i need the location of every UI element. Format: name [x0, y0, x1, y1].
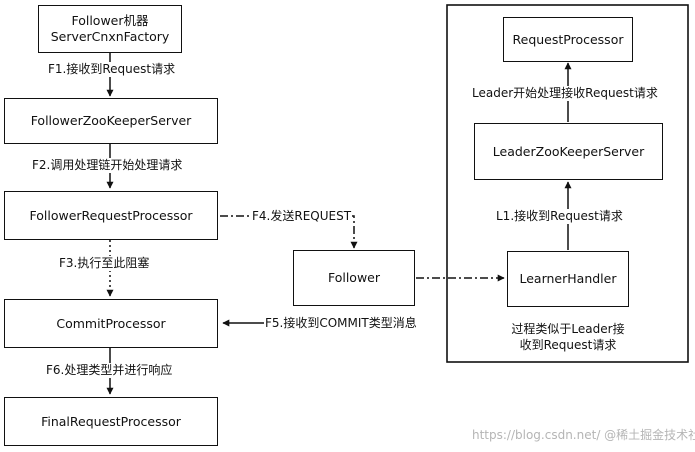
- label-leader-start: Leader开始处理接收Request请求: [471, 86, 659, 101]
- leader-process-note: 过程类似于Leader接 收到Request请求: [511, 322, 625, 352]
- label-f2: F2.调用处理链开始处理请求: [31, 158, 184, 173]
- label-f3: F3.执行至此阻塞: [58, 256, 151, 271]
- label-f6: F6.处理类型并进行响应: [45, 363, 174, 378]
- node-request-processor: RequestProcessor: [503, 17, 633, 62]
- node-follower-zookeeper-server: FollowerZooKeeperServer: [4, 98, 218, 144]
- node-learner-handler: LearnerHandler: [507, 251, 629, 307]
- label-f4: F4.发送REQUEST: [251, 209, 353, 224]
- label-l1: L1.接收到Request请求: [495, 209, 624, 224]
- node-follower-request-processor: FollowerRequestProcessor: [4, 191, 218, 240]
- node-final-request-processor: FinalRequestProcessor: [4, 397, 218, 446]
- node-leader-zookeeper-server: LeaderZooKeeperServer: [474, 123, 663, 180]
- node-follower-machine: Follower机器 ServerCnxnFactory: [38, 5, 182, 53]
- leader-group-frame: [446, 4, 689, 363]
- node-commit-processor: CommitProcessor: [4, 299, 218, 348]
- watermark: https://blog.csdn.net/ @稀土掘金技术社区: [472, 428, 695, 442]
- label-f1: F1.接收到Request请求: [47, 62, 177, 77]
- label-f5: F5.接收到COMMIT类型消息: [264, 316, 418, 331]
- node-follower: Follower: [293, 250, 415, 306]
